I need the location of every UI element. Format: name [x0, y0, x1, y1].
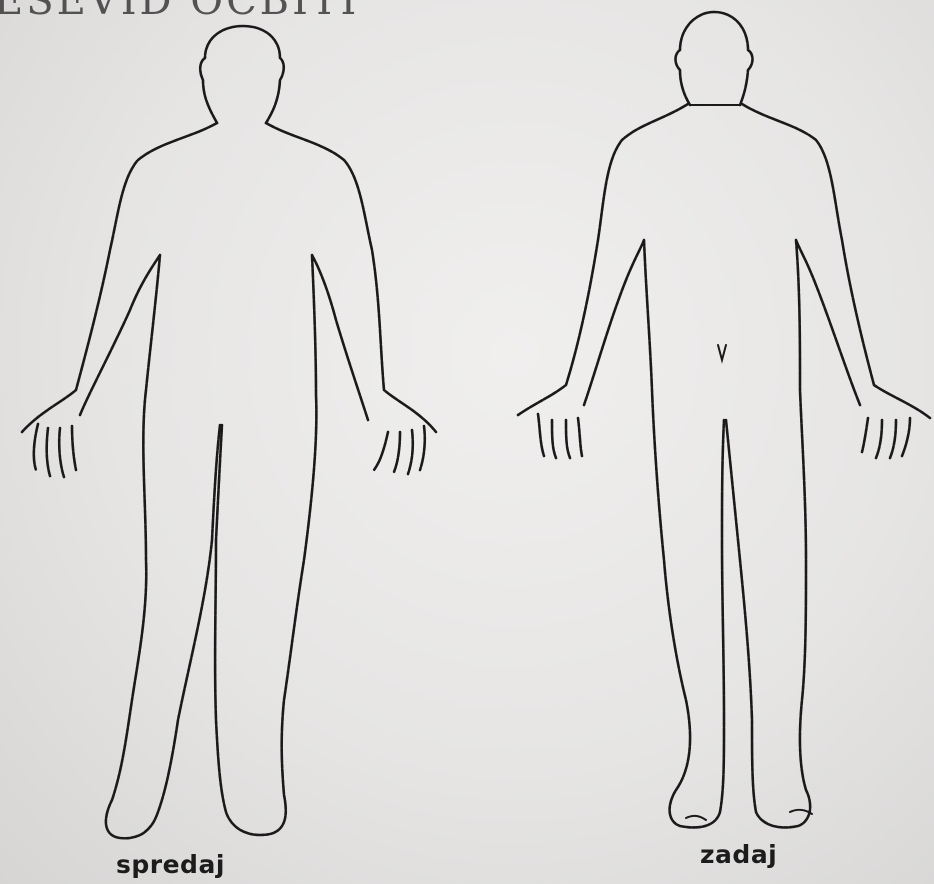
front-view-label: spredaj [116, 850, 225, 879]
back-heel-detail [686, 816, 706, 820]
front-body-outline-left [22, 123, 220, 838]
back-gluteal-cleft [718, 345, 726, 360]
front-body-outline-right [215, 123, 436, 835]
back-view-label: zadaj [700, 840, 777, 869]
back-body-outline-left [518, 104, 724, 827]
front-head-outline [200, 26, 284, 123]
back-body-figure[interactable] [518, 12, 930, 827]
back-body-outline-right [726, 104, 930, 827]
back-head-outline [676, 12, 753, 105]
front-body-figure[interactable] [22, 26, 436, 838]
